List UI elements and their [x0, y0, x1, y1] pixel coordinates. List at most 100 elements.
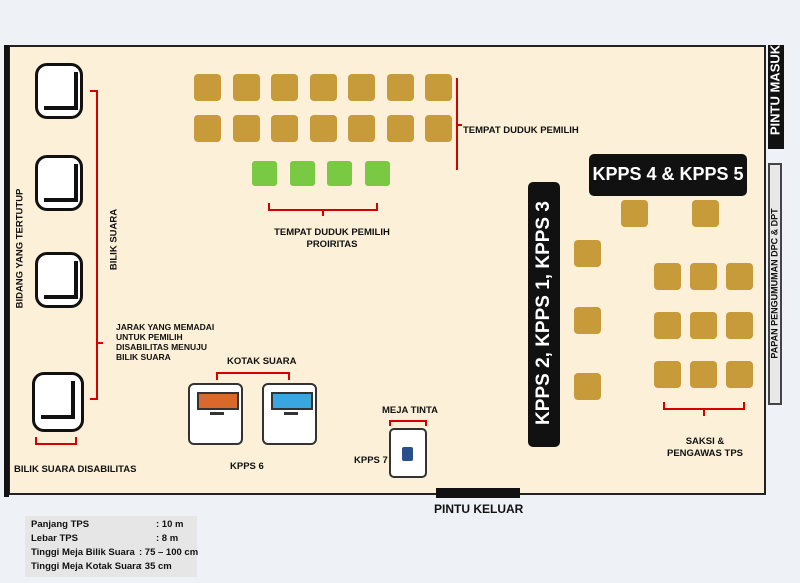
- priority-seat-2: [289, 161, 315, 186]
- distance-note: JARAK YANG MEMADAI UNTUK PEMILIH DISABIL…: [116, 322, 214, 362]
- ink-table: [389, 428, 427, 478]
- booth-label-box: BILIK SUARA: [104, 190, 124, 290]
- kpps-chair-3: [574, 373, 601, 400]
- kpps-chair-2: [574, 307, 601, 334]
- priority-seat-1: [252, 161, 277, 186]
- witness-seat-2: [690, 263, 717, 290]
- voter-seat-9: [232, 115, 260, 142]
- kpps6-label: KPPS 6: [230, 461, 264, 472]
- distance-note-3: DISABILITAS MENUJU: [116, 342, 207, 352]
- priority-bracket-tick-left: [268, 203, 270, 210]
- ink-bracket-tick-left: [389, 420, 391, 426]
- info-row-1: Panjang TPS : 10 m: [31, 519, 183, 530]
- ballot-box-1: [188, 383, 243, 445]
- disability-bracket: [35, 443, 77, 445]
- voter-seat-6: [386, 74, 414, 101]
- info-row-3: Tinggi Meja Bilik Suara: 75 – 100 cm: [31, 547, 198, 558]
- priority-seat-3: [327, 161, 352, 186]
- voting-booth-1: [35, 63, 83, 119]
- seating-label: TEMPAT DUDUK PEMILIH: [463, 125, 579, 136]
- info-row-2: Lebar TPS: 8 m: [31, 533, 178, 544]
- ballot-box-label: KOTAK SUARA: [227, 356, 297, 367]
- info-key-1: Panjang TPS: [31, 519, 90, 530]
- closed-area-label: BIDANG YANG TERTUTUP: [14, 188, 26, 309]
- voter-seat-11: [309, 115, 337, 142]
- witness-seat-5: [690, 312, 717, 339]
- witness-seat-3: [726, 263, 753, 290]
- ballot-bracket: [216, 372, 290, 374]
- ballot-bracket-tick-right: [288, 372, 290, 380]
- booth-bracket: [96, 90, 98, 400]
- entrance-label: PINTU MASUK: [767, 44, 783, 136]
- distance-note-1: JARAK YANG MEMADAI: [116, 322, 215, 332]
- voter-seat-8: [194, 115, 221, 142]
- entrance-door: [768, 45, 784, 149]
- closed-wall: [4, 45, 9, 497]
- ink-table-label: MEJA TINTA: [382, 405, 438, 416]
- seating-bracket-tick: [456, 124, 462, 126]
- voter-seat-14: [425, 115, 452, 142]
- priority-bracket-tick-right: [376, 203, 378, 210]
- voter-seat-13: [386, 115, 414, 142]
- info-value-2: : 8 m: [156, 533, 179, 544]
- witness-seat-6: [726, 312, 753, 339]
- ballot-box-2-mark: [284, 412, 298, 415]
- booth-bracket-tick-bottom: [90, 398, 97, 400]
- witness-seat-1: [654, 263, 681, 290]
- booth-bracket-tick-top: [90, 90, 97, 92]
- distance-note-2: UNTUK PEMILIH: [116, 332, 183, 342]
- announcement-board-label-box: PAPAN PENGUMUMAN DPC & DPT: [762, 163, 790, 405]
- kpps-45-label: KPPS 4 & KPPS 5: [592, 164, 744, 184]
- info-value-4: : 35 cm: [139, 561, 172, 572]
- priority-seat-4: [364, 161, 390, 186]
- voter-seat-10: [271, 115, 298, 142]
- info-key-4: Tinggi Meja Kotak Suara: [31, 561, 142, 572]
- kpps-123-label: KPPS 2, KPPS 1, KPPS 3: [533, 201, 554, 425]
- witness-bracket-tick-mid: [703, 408, 705, 416]
- voting-booth-3: [35, 252, 83, 308]
- disability-bracket-tick-left: [35, 437, 37, 444]
- info-box: Panjang TPS : 10 m Lebar TPS: 8 m Tinggi …: [25, 516, 198, 577]
- announcement-board-label: PAPAN PENGUMUMAN DPC & DPT: [769, 208, 780, 359]
- exit-door: [436, 488, 520, 498]
- exit-label: PINTU KELUAR: [434, 502, 524, 516]
- witness-seat-4: [654, 312, 681, 339]
- witness-label-1: SAKSI &: [685, 436, 725, 447]
- info-key-3: Tinggi Meja Bilik Suara: [31, 547, 135, 558]
- ballot-box-2: [262, 383, 317, 445]
- voter-seat-3: [271, 74, 298, 101]
- closed-area-label-box: BIDANG YANG TERTUTUP: [10, 175, 30, 325]
- ink-bracket-tick-right: [425, 420, 427, 426]
- priority-bracket-tick-mid: [322, 209, 324, 216]
- voter-seat-1: [194, 74, 221, 101]
- disability-booth-label: BILIK SUARA DISABILITAS: [14, 464, 137, 475]
- kpps-chair-1: [574, 240, 601, 267]
- witness-label-2: PENGAWAS TPS: [666, 448, 743, 459]
- kpps-chair-5: [692, 200, 719, 227]
- ballot-bracket-tick-left: [216, 372, 218, 380]
- witness-bracket-tick-right: [743, 402, 745, 409]
- priority-label-2: PROIRITAS: [306, 239, 358, 250]
- entrance-label-box: PINTU MASUK: [765, 30, 785, 150]
- kpps7-label: KPPS 7: [354, 455, 388, 466]
- announcement-board: [768, 163, 782, 405]
- booth-label: BILIK SUARA: [108, 208, 120, 271]
- info-value-1: : 10 m: [156, 519, 184, 530]
- ballot-box-2-slot: [271, 392, 313, 410]
- kpps-123-table: KPPS 2, KPPS 1, KPPS 3: [528, 182, 560, 447]
- voter-seat-4: [309, 74, 337, 101]
- voter-seat-5: [348, 74, 375, 101]
- voting-booth-disability: [32, 372, 84, 432]
- disability-bracket-tick-right: [75, 437, 77, 444]
- witness-bracket-tick-left: [663, 402, 665, 409]
- ballot-box-1-mark: [210, 412, 224, 415]
- distance-note-4: BILIK SUARA: [116, 352, 171, 362]
- witness-seat-8: [690, 361, 717, 388]
- voter-seat-2: [232, 74, 260, 101]
- ink-bottle-icon: [402, 447, 413, 461]
- ballot-box-1-slot: [197, 392, 239, 410]
- voting-booth-2: [35, 155, 83, 211]
- info-row-4: Tinggi Meja Kotak Suara: 35 cm: [31, 561, 172, 572]
- ink-bracket: [389, 420, 427, 422]
- witness-seat-7: [654, 361, 681, 388]
